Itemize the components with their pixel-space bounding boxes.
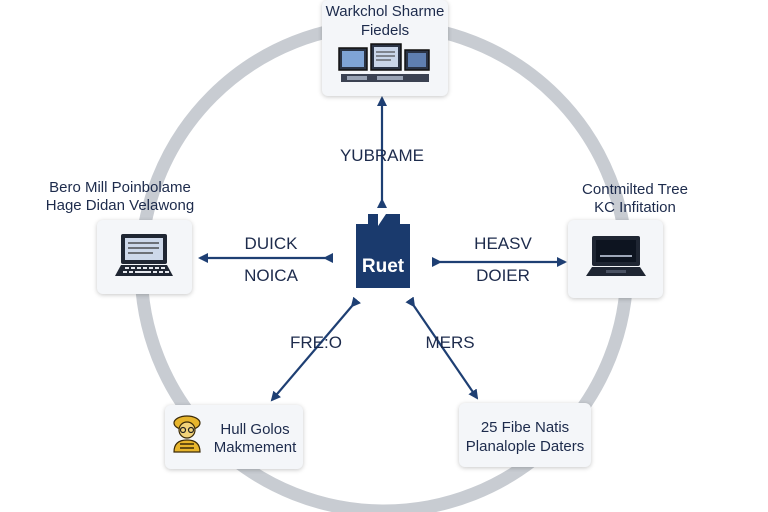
laptop-icon bbox=[115, 234, 173, 276]
node-bottom-right-label-2: Planalople Daters bbox=[465, 438, 585, 455]
edge-label-bottom-right: MERS bbox=[425, 333, 475, 352]
arrow-bottom-left bbox=[270, 296, 361, 402]
edge-label-right-upper: HEASV bbox=[474, 234, 532, 253]
edge-label-top: YUBRAME bbox=[339, 146, 425, 165]
edge-label-bottom-left: FRE:O bbox=[290, 333, 342, 352]
arrow-bottom-right bbox=[405, 296, 479, 400]
laptop-icon bbox=[586, 236, 646, 276]
node-right-label-1: Contmilted Tree bbox=[582, 181, 688, 198]
node-left-label-2: Hage Didan Velawong bbox=[45, 197, 195, 214]
worker-icon bbox=[173, 415, 201, 453]
edge-label-left-upper: DUICK bbox=[244, 234, 298, 253]
edge-label-left-lower: NOICA bbox=[244, 266, 298, 285]
workstation-screens-icon bbox=[338, 43, 430, 82]
node-bottom-right-label-1: 25 Fibe Natis bbox=[480, 419, 570, 436]
edge-label-right-lower: DOIER bbox=[476, 266, 530, 285]
node-top-label-2: Fiedels bbox=[360, 22, 410, 39]
node-top-label-1: Warkchol Sharme bbox=[325, 3, 445, 20]
center-hub-icon bbox=[356, 214, 410, 288]
node-bottom-left-label-1: Hull Golos bbox=[220, 421, 290, 438]
node-right-label-2: KC Infitation bbox=[594, 199, 676, 216]
node-bottom-left-label-2: Makmement bbox=[213, 439, 297, 456]
center-label: Ruet bbox=[361, 256, 405, 277]
node-left-label-1: Bero Mill Poinbolame bbox=[49, 179, 191, 196]
node-bottom-right-card bbox=[459, 403, 591, 467]
